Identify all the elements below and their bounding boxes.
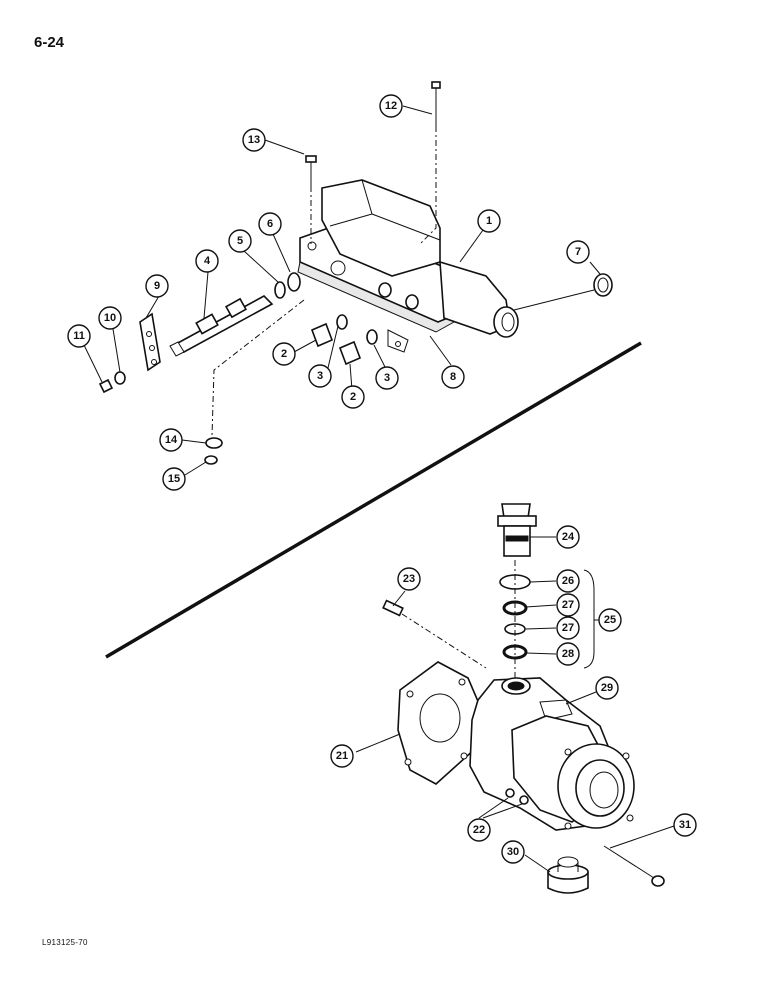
callout-2b: 2 xyxy=(341,385,365,409)
callout-21: 21 xyxy=(330,744,354,768)
svg-text:28: 28 xyxy=(562,648,574,660)
callout-7: 7 xyxy=(566,240,590,264)
bolt-12 xyxy=(431,81,441,126)
callout-9: 9 xyxy=(145,274,169,298)
svg-text:30: 30 xyxy=(507,846,519,858)
svg-text:3: 3 xyxy=(317,370,323,382)
plug-2a xyxy=(310,322,334,348)
svg-text:7: 7 xyxy=(575,246,581,258)
callout-29: 29 xyxy=(595,676,619,700)
plug-14 xyxy=(205,437,223,449)
leader-lines xyxy=(83,105,675,873)
svg-text:14: 14 xyxy=(165,434,178,446)
callout-26: 26 xyxy=(556,569,580,593)
plug-2b xyxy=(338,340,362,366)
cover-bolt-22a xyxy=(505,788,515,798)
callout-24: 24 xyxy=(556,525,580,549)
svg-text:22: 22 xyxy=(473,824,485,836)
svg-text:15: 15 xyxy=(168,473,180,485)
svg-text:2: 2 xyxy=(350,391,356,403)
svg-text:12: 12 xyxy=(385,100,397,112)
drain-plug-30 xyxy=(547,856,589,894)
callout-31: 31 xyxy=(673,813,697,837)
nut-11 xyxy=(98,378,114,394)
valve-spool xyxy=(169,295,274,357)
svg-text:26: 26 xyxy=(562,575,574,587)
svg-text:24: 24 xyxy=(562,531,575,543)
svg-text:9: 9 xyxy=(154,280,160,292)
callout-5: 5 xyxy=(228,229,252,253)
callout-28: 27 xyxy=(556,616,580,640)
pin-23 xyxy=(382,599,404,617)
section-divider xyxy=(105,341,642,659)
callout-6: 6 xyxy=(258,212,282,236)
svg-text:25: 25 xyxy=(604,614,616,626)
cover-bolt-22b xyxy=(519,795,529,805)
washer-15 xyxy=(204,455,218,465)
svg-text:21: 21 xyxy=(336,750,348,762)
callout-8: 8 xyxy=(441,365,465,389)
callout-3a: 3 xyxy=(308,364,332,388)
callout-22: 22 xyxy=(467,818,491,842)
linkage-bar xyxy=(139,312,161,372)
svg-text:31: 31 xyxy=(679,819,691,831)
svg-text:10: 10 xyxy=(104,312,116,324)
svg-text:27: 27 xyxy=(562,599,574,611)
svg-text:4: 4 xyxy=(204,255,211,267)
page-number: 6-24 xyxy=(34,34,65,51)
svg-text:27: 27 xyxy=(562,622,574,634)
figure-code: L913125-70 xyxy=(42,938,88,947)
valve-housing xyxy=(297,179,519,353)
svg-text:6: 6 xyxy=(267,218,273,230)
svg-text:8: 8 xyxy=(450,371,456,383)
spool-seal-6 xyxy=(287,272,301,292)
callout-13: 13 xyxy=(242,128,266,152)
port-hole-2 xyxy=(405,294,419,310)
port-hole-1 xyxy=(378,282,392,298)
svg-text:13: 13 xyxy=(248,134,260,146)
bolt-31 xyxy=(603,845,665,887)
callout-27b: 28 xyxy=(556,642,580,666)
washer-3b xyxy=(366,329,378,345)
svg-text:1: 1 xyxy=(486,215,492,227)
washer-3a xyxy=(336,314,348,330)
pump-cover xyxy=(557,743,635,830)
svg-text:11: 11 xyxy=(73,330,85,342)
callout-11: 11 xyxy=(67,324,91,348)
callout-25: 25 xyxy=(598,608,622,632)
callout-1: 1 xyxy=(477,209,501,233)
svg-text:2: 2 xyxy=(281,348,287,360)
callout-10: 10 xyxy=(98,306,122,330)
kit-bracket xyxy=(583,569,595,669)
washer-10 xyxy=(114,371,126,385)
bolt-13 xyxy=(305,155,317,186)
callout-2a: 2 xyxy=(272,342,296,366)
svg-text:3: 3 xyxy=(384,372,390,384)
svg-text:29: 29 xyxy=(601,682,613,694)
callout-15: 15 xyxy=(162,467,186,491)
callout-3b: 3 xyxy=(375,366,399,390)
callout-30: 30 xyxy=(501,840,525,864)
svg-text:5: 5 xyxy=(237,235,243,247)
svg-text:23: 23 xyxy=(403,573,415,585)
spool-seal-5 xyxy=(274,281,286,299)
callout-14: 14 xyxy=(159,428,183,452)
callout-23: 23 xyxy=(397,567,421,591)
relief-valve-cartridge xyxy=(497,503,537,557)
callout-4: 4 xyxy=(195,249,219,273)
callout-12: 12 xyxy=(379,94,403,118)
callout-27a: 27 xyxy=(556,593,580,617)
